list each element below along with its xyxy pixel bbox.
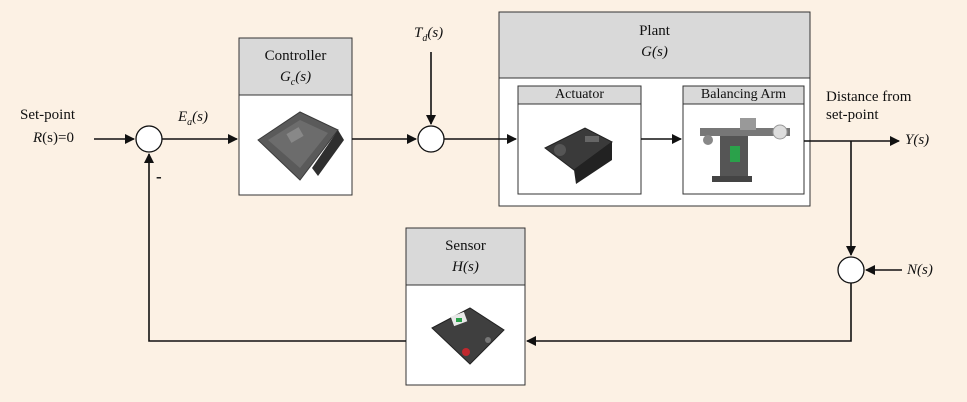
plant-tf: G(s) xyxy=(641,44,668,60)
controller-block xyxy=(238,37,353,196)
sensor-input-arrow xyxy=(526,283,852,346)
noise-signal-label: N(s) xyxy=(907,262,933,278)
sensor-tf: H(s) xyxy=(452,259,479,275)
controller-tf: Gc(s) xyxy=(279,69,312,88)
controller-board-image xyxy=(257,111,344,181)
sensor-image xyxy=(431,307,505,365)
actuator-block xyxy=(517,85,642,195)
feedback-sign: - xyxy=(156,167,162,186)
actuator-title: Actuator xyxy=(555,87,604,102)
plant-title: Plant xyxy=(639,23,670,39)
feedback-arrow xyxy=(144,153,406,342)
summing-junction-1 xyxy=(135,125,163,153)
error-signal-label: Ea(s) xyxy=(178,109,208,128)
actuator-motor-image xyxy=(544,127,613,184)
balancing-arm-block xyxy=(682,85,805,195)
output-signal-label: Y(s) xyxy=(905,132,930,148)
controller-title: Controller xyxy=(264,48,327,64)
sensor-block xyxy=(405,227,526,386)
balancing-arm-image xyxy=(700,118,790,182)
sensor-title: Sensor xyxy=(445,238,486,254)
disturbance-label: Td(s) xyxy=(414,25,444,44)
balancing-arm-title: Balancing Arm xyxy=(700,87,787,102)
output-label-line1: Distance from xyxy=(826,89,912,105)
summing-junction-2 xyxy=(417,125,445,153)
input-signal-label: R(s)=0 xyxy=(33,130,74,146)
output-label-line2: set-point xyxy=(826,107,879,123)
summing-junction-3 xyxy=(837,256,865,284)
setpoint-label: Set-point xyxy=(20,107,75,123)
